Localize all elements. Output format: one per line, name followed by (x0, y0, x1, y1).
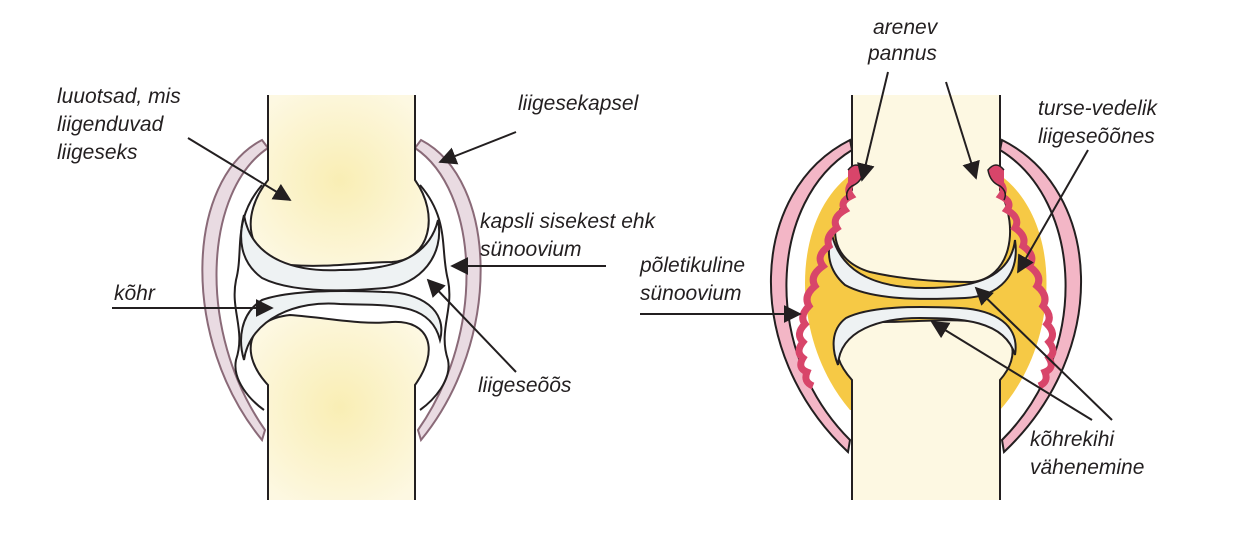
normal-capsule (201, 138, 270, 443)
normal-upper-bone (249, 95, 430, 267)
leader-lines (112, 71, 1113, 421)
label-effusion-line-2: liigeseõõnes (1038, 125, 1155, 148)
label-effusion: turse-vedelik liigeseõõnes (1038, 97, 1163, 148)
leader-pannus-left (857, 71, 889, 182)
label-synovium: kapsli sisekest ehk sünoovium (480, 210, 661, 261)
arthritic-joint-labels: arenev pannus turse-vedelik liigeseõõnes… (639, 16, 1163, 479)
label-bone-ends-line-3: liigeseks (57, 141, 138, 164)
label-cartilage-loss-line-2: vähenemine (1030, 456, 1144, 479)
leader-joint-space (426, 278, 517, 373)
pannus-right (987, 164, 1007, 201)
label-synovium-line-2: sünoovium (480, 238, 582, 261)
label-pannus-line-2: pannus (867, 42, 937, 65)
normal-synovium-right (419, 184, 451, 411)
normal-joint-labels: luuotsad, mis liigenduvad liigeseks liig… (57, 85, 661, 397)
label-pannus-line-1: arenev (873, 16, 939, 39)
leader-pannus-right (945, 81, 980, 180)
normal-upper-cartilage (240, 214, 441, 292)
leader-effusion (1017, 149, 1089, 274)
normal-lower-bone (249, 313, 430, 500)
label-bone-ends-line-1: luuotsad, mis (57, 85, 181, 108)
label-cartilage-loss: kõhrekihi vähenemine (1030, 428, 1144, 479)
arthritic-capsule (769, 138, 854, 455)
label-effusion-line-1: turse-vedelik (1038, 97, 1159, 120)
arthritic-joint (769, 95, 1083, 500)
leader-bone-ends (187, 137, 292, 201)
label-inflamed-synovium: põletikuline sünoovium (639, 254, 751, 305)
label-inflamed-synovium-line-2: sünoovium (640, 282, 742, 305)
label-capsule: liigesekapsel (518, 92, 640, 115)
label-bone-ends: luuotsad, mis liigenduvad liigeseks (57, 85, 187, 164)
arthritic-upper-bone (834, 95, 1012, 284)
normal-capsule-right (413, 138, 482, 443)
label-synovium-line-1: kapsli sisekest ehk (480, 210, 657, 233)
label-inflamed-synovium-line-1: põletikuline (639, 254, 745, 277)
label-joint-space: liigeseõõs (478, 374, 572, 397)
arthritic-capsule-right (998, 138, 1083, 455)
arthritic-upper-cartilage (827, 231, 1017, 300)
normal-joint (201, 95, 482, 500)
normal-synovium-left (233, 184, 265, 411)
arthritic-lower-cartilage (832, 306, 1017, 366)
inflamed-synovium-left (795, 177, 858, 390)
label-bone-ends-line-2: liigenduvad (57, 113, 165, 136)
arthritic-lower-bone (836, 319, 1014, 500)
label-cartilage-loss-line-1: kõhrekihi (1030, 428, 1115, 451)
label-pannus: arenev pannus (867, 16, 943, 65)
label-cartilage: kõhr (114, 282, 156, 305)
leader-cartilage-loss-b (930, 321, 1093, 421)
leader-cartilage-loss-a (974, 286, 1113, 421)
leader-capsule (438, 131, 517, 165)
